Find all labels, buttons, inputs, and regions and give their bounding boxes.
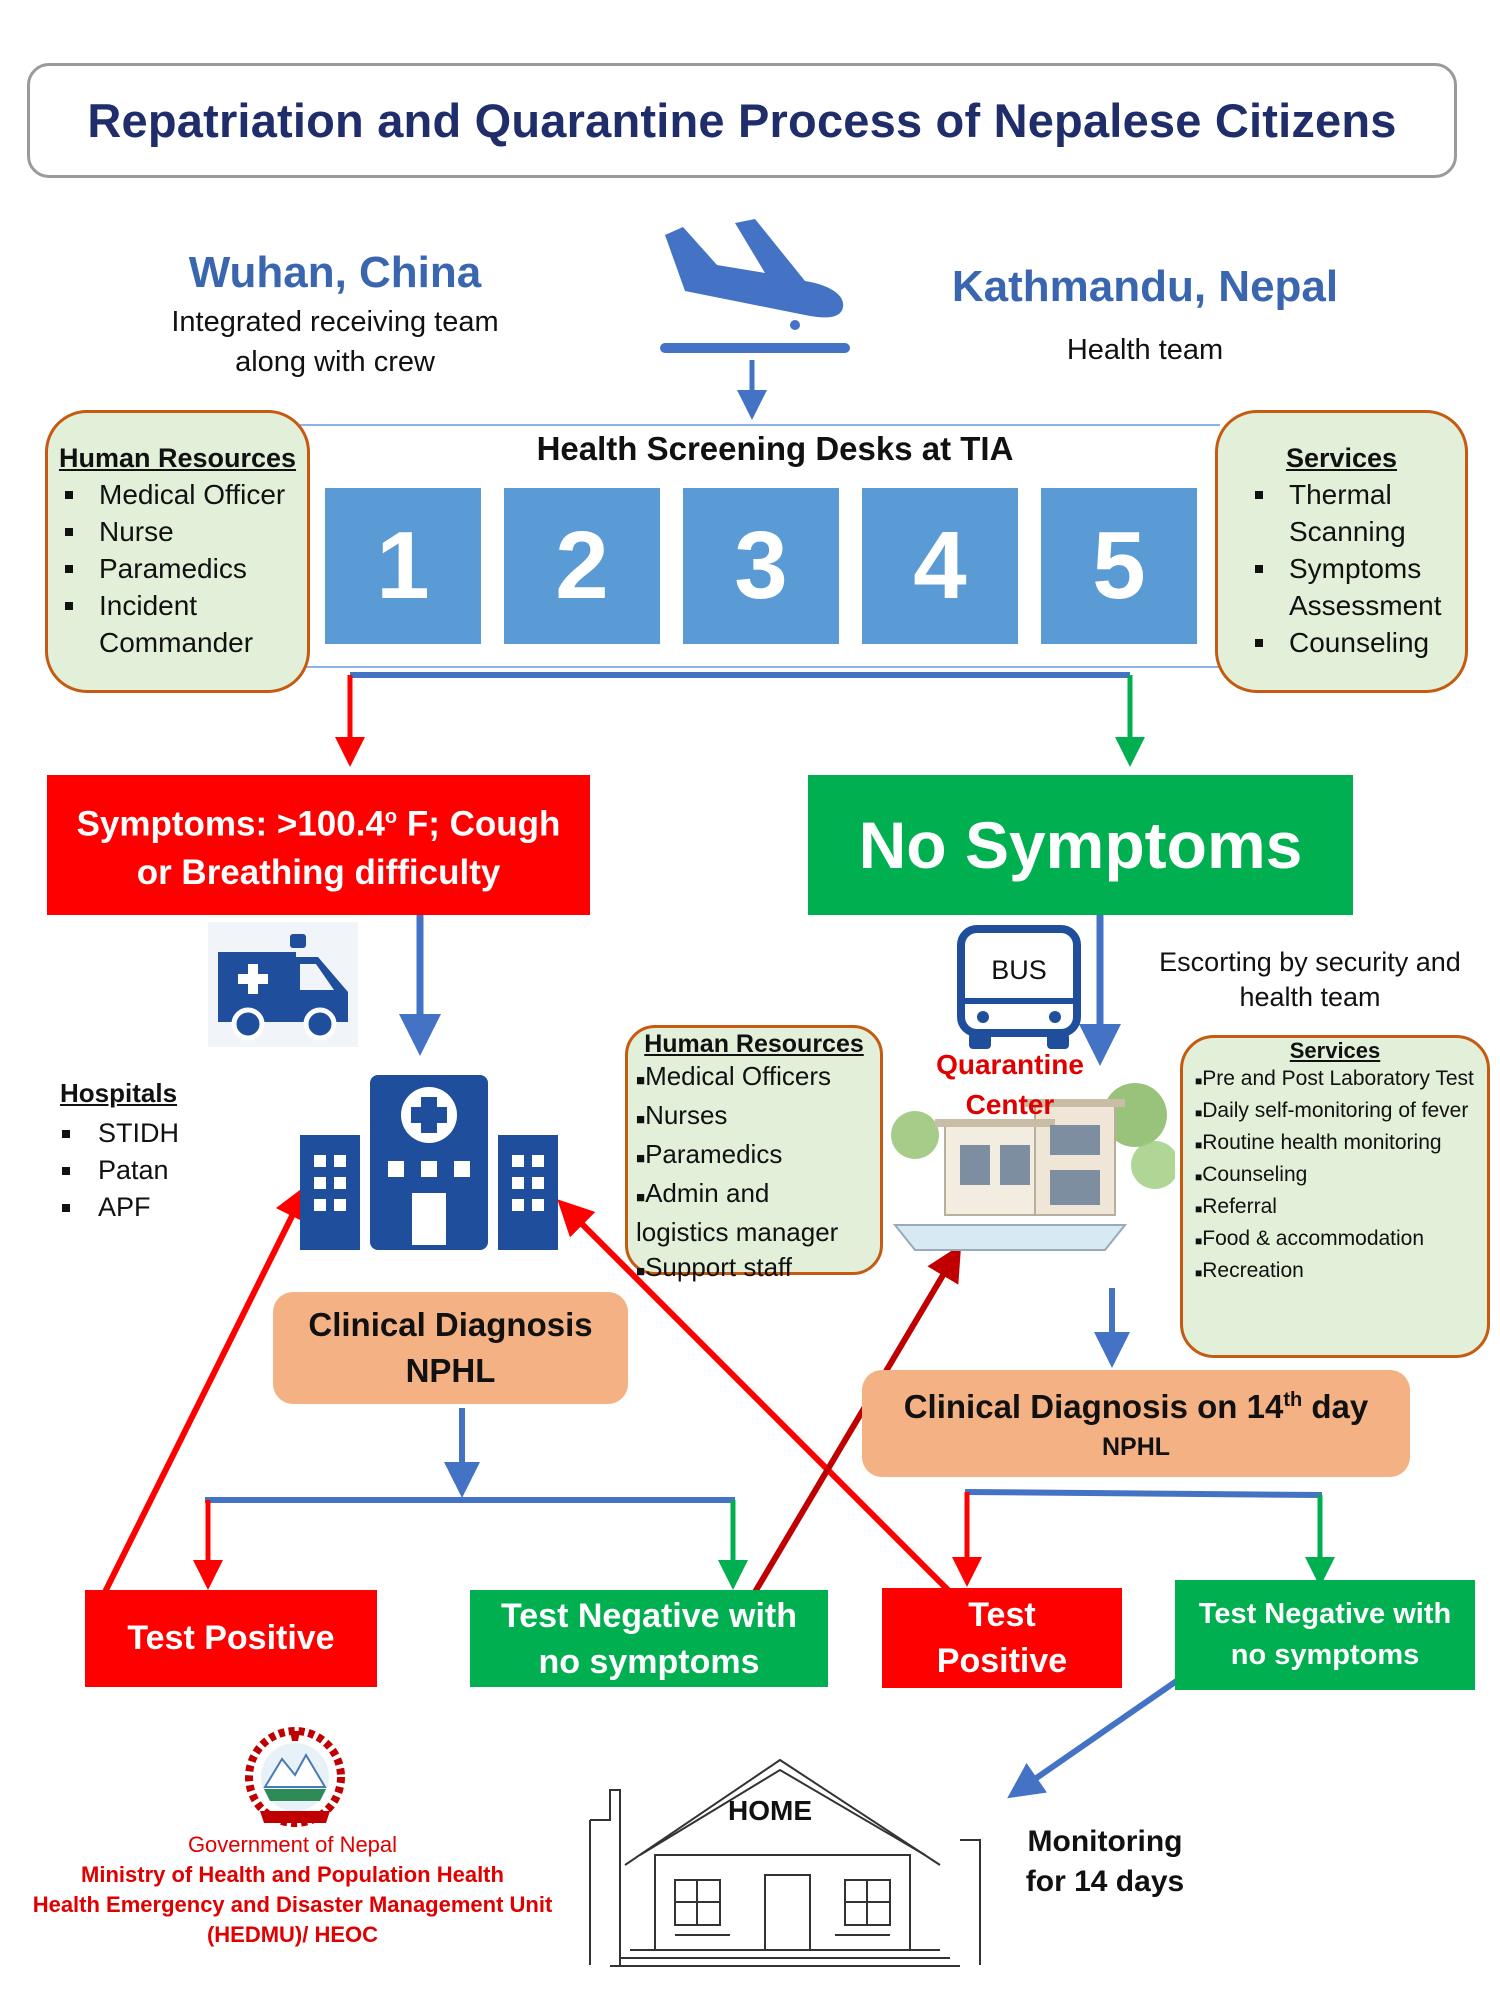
- split-bar-right: [964, 1489, 1323, 1498]
- hr-quarantine-panel: Human Resources ■Medical Officers ■Nurse…: [625, 1025, 883, 1282]
- footer-unit: Health Emergency and Disaster Management…: [32, 1892, 553, 1917]
- arrow-negative-to-quarantine: [752, 1244, 962, 1594]
- services-quarantine-list: ■Pre and Post Laboratory Test ■Daily sel…: [1195, 1064, 1479, 1288]
- bus-icon: [957, 925, 1081, 1049]
- list-item: Medical Officer: [63, 476, 307, 513]
- hr-left-panel: Human Resources Medical Officer Nurse Pa…: [45, 410, 310, 693]
- screening-desk-2: 2: [504, 488, 660, 644]
- hr-left-title: Human Resources: [58, 443, 297, 473]
- origin-city: Wuhan, China: [188, 248, 482, 297]
- quarantine-center-line1: Quarantine: [936, 1049, 1084, 1080]
- origin-team-line2: along with crew: [235, 346, 435, 378]
- footer-abbr: (HEDMU)/ HEOC: [206, 1922, 379, 1947]
- list-item: ■Support staff: [636, 1252, 793, 1282]
- hr-quarantine-list: ■Medical Officers ■Nurses ■Paramedics ■A…: [636, 1059, 880, 1289]
- clinical-left-line1: Clinical Diagnosis: [308, 1306, 593, 1343]
- list-item: Thermal Scanning: [1253, 476, 1439, 550]
- list-item: APF: [60, 1189, 179, 1226]
- destination-team: Health team: [1066, 334, 1224, 366]
- list-item: ■Routine health monitoring: [1195, 1131, 1442, 1154]
- hr-left-list: Medical Officer Nurse Paramedics Inciden…: [63, 476, 307, 661]
- clinical-diagnosis-right: Clinical Diagnosis on 14th day NPHL: [862, 1370, 1410, 1477]
- clinical-diagnosis-left: Clinical Diagnosis NPHL: [273, 1292, 628, 1404]
- home-label: HOME: [728, 1795, 812, 1826]
- list-item: ■Admin and logistics manager: [636, 1178, 839, 1247]
- screening-desk-1: 1: [325, 488, 481, 644]
- list-item: Symptoms Assessment: [1253, 550, 1449, 624]
- bus-label: BUS: [991, 955, 1047, 985]
- services-right-panel: Services Thermal Scanning Symptoms Asses…: [1215, 410, 1468, 693]
- services-quarantine-title: Services: [1289, 1038, 1381, 1063]
- services-right-title: Services: [1285, 443, 1398, 473]
- hospitals-title: Hospitals: [60, 1078, 178, 1108]
- symptoms-line1: Symptoms: >100.4o F; Cough: [76, 804, 561, 844]
- quarantine-building-illustration: [891, 1083, 1175, 1251]
- monitoring-line1: Monitoring: [1027, 1825, 1183, 1858]
- list-item: Counseling: [1253, 624, 1465, 661]
- list-item: ■Counseling: [1195, 1163, 1308, 1186]
- list-item: ■Medical Officers: [636, 1061, 831, 1091]
- home-house-icon: [589, 1758, 981, 1967]
- test-negative-right: Test Negative with no symptoms: [1175, 1580, 1475, 1690]
- arrow-positive-left-to-hospital: [102, 1183, 309, 1594]
- hospital-icon: [300, 1075, 558, 1250]
- airplane-landing-icon: [660, 219, 850, 353]
- test-negative-left: Test Negative with no symptoms: [470, 1590, 828, 1687]
- list-item: Paramedics: [63, 550, 307, 587]
- list-item: Patan: [60, 1152, 179, 1189]
- hospitals-list: STIDH Patan APF: [60, 1115, 179, 1226]
- list-item: Incident Commander: [63, 587, 274, 661]
- title-box: Repatriation and Quarantine Process of N…: [27, 63, 1457, 178]
- list-item: STIDH: [60, 1115, 179, 1152]
- services-quarantine-panel: Services ■Pre and Post Laboratory Test ■…: [1180, 1035, 1490, 1358]
- list-item: ■Recreation: [1195, 1259, 1304, 1282]
- list-item: ■Paramedics: [636, 1139, 783, 1169]
- screening-title: Health Screening Desks at TIA: [536, 430, 1014, 467]
- clinical-left-line2: NPHL: [405, 1352, 496, 1389]
- footer-ministry: Ministry of Health and Population Health: [81, 1862, 504, 1887]
- nepal-government-emblem: [245, 1727, 345, 1827]
- escort-line2: health team: [1239, 982, 1381, 1012]
- monitoring-line2: for 14 days: [1025, 1865, 1185, 1898]
- list-item: ■Pre and Post Laboratory Test: [1195, 1067, 1474, 1090]
- page-title: Repatriation and Quarantine Process of N…: [87, 94, 1397, 147]
- symptoms-line2: or Breathing difficulty: [136, 852, 501, 892]
- list-item: ■Referral: [1195, 1195, 1277, 1218]
- screening-desk-3: 3: [683, 488, 839, 644]
- list-item: Nurse: [63, 513, 307, 550]
- arrow-positive-right-to-hospital: [557, 1199, 953, 1595]
- screening-desk-5: 5: [1041, 488, 1197, 644]
- list-item: ■Nurses: [636, 1100, 728, 1130]
- test-positive-right: Test Positive: [882, 1588, 1122, 1688]
- clinical-right-line2: NPHL: [1101, 1433, 1171, 1461]
- quarantine-center-line2: Center: [965, 1089, 1055, 1120]
- services-right-list: Thermal Scanning Symptoms Assessment Cou…: [1253, 476, 1465, 661]
- no-symptoms-box: No Symptoms: [808, 775, 1353, 915]
- footer-gov: Government of Nepal: [187, 1832, 398, 1857]
- hr-quarantine-title: Human Resources: [644, 1030, 864, 1058]
- screening-desk-4: 4: [862, 488, 1018, 644]
- clinical-right-line1: Clinical Diagnosis on 14th day: [903, 1388, 1369, 1425]
- ambulance-icon: [208, 922, 358, 1047]
- destination-city: Kathmandu, Nepal: [951, 262, 1339, 311]
- symptoms-box: Symptoms: >100.4o F; Cough or Breathing …: [47, 775, 590, 915]
- list-item: ■Daily self-monitoring of fever: [1195, 1099, 1469, 1122]
- test-positive-left: Test Positive: [85, 1590, 377, 1687]
- arrow-negative-to-home: [1007, 1677, 1180, 1799]
- origin-team-line1: Integrated receiving team: [171, 306, 499, 338]
- escort-line1: Escorting by security and: [1159, 947, 1461, 977]
- list-item: ■Food & accommodation: [1195, 1227, 1425, 1250]
